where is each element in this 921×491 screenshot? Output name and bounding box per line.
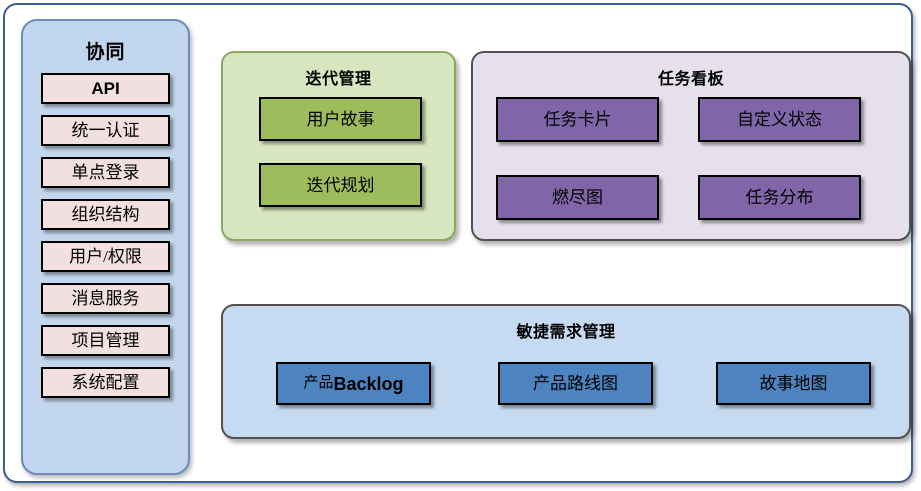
sidebar-item-api[interactable]: API: [41, 73, 170, 104]
sidebar-item-message-service[interactable]: 消息服务: [41, 283, 170, 314]
sidebar-item-project-management[interactable]: 项目管理: [41, 325, 170, 356]
panel-task-board-title: 任务看板: [657, 71, 724, 88]
sidebar-panel-collaboration: 协同 API 统一认证 单点登录 组织结构 用户/权限 消息服务 项目管理 系统…: [21, 19, 190, 475]
sidebar-item-list: API 统一认证 单点登录 组织结构 用户/权限 消息服务 项目管理 系统配置: [41, 73, 172, 409]
node-story-map[interactable]: 故事地图: [716, 362, 871, 405]
node-task-distribution[interactable]: 任务分布: [698, 175, 861, 220]
node-product-roadmap[interactable]: 产品路线图: [498, 362, 653, 405]
panel-agile-requirement-management-title: 敏捷需求管理: [516, 324, 616, 341]
panel-task-board: 任务看板 任务卡片 自定义状态 燃尽图 任务分布: [471, 51, 911, 241]
node-user-story[interactable]: 用户故事: [259, 97, 422, 141]
node-custom-status[interactable]: 自定义状态: [698, 97, 861, 142]
node-task-card[interactable]: 任务卡片: [496, 97, 659, 142]
sidebar-item-user-permission[interactable]: 用户/权限: [41, 241, 170, 272]
panel-iteration-management-title: 迭代管理: [305, 71, 372, 88]
node-iteration-planning[interactable]: 迭代规划: [259, 163, 422, 207]
node-product-backlog-label-en: Backlog: [333, 373, 404, 394]
node-burndown-chart[interactable]: 燃尽图: [496, 175, 659, 220]
sidebar-item-system-config[interactable]: 系统配置: [41, 367, 170, 398]
sidebar-item-org-structure[interactable]: 组织结构: [41, 199, 170, 230]
diagram-outer-frame: 协同 API 统一认证 单点登录 组织结构 用户/权限 消息服务 项目管理 系统…: [3, 3, 913, 483]
panel-iteration-management: 迭代管理 用户故事 迭代规划: [221, 51, 456, 241]
sidebar-item-unified-auth[interactable]: 统一认证: [41, 115, 170, 146]
node-product-backlog-label-cn: 产品: [303, 375, 334, 391]
sidebar-item-single-sign-on[interactable]: 单点登录: [41, 157, 170, 188]
sidebar-title: 协同: [85, 42, 126, 63]
